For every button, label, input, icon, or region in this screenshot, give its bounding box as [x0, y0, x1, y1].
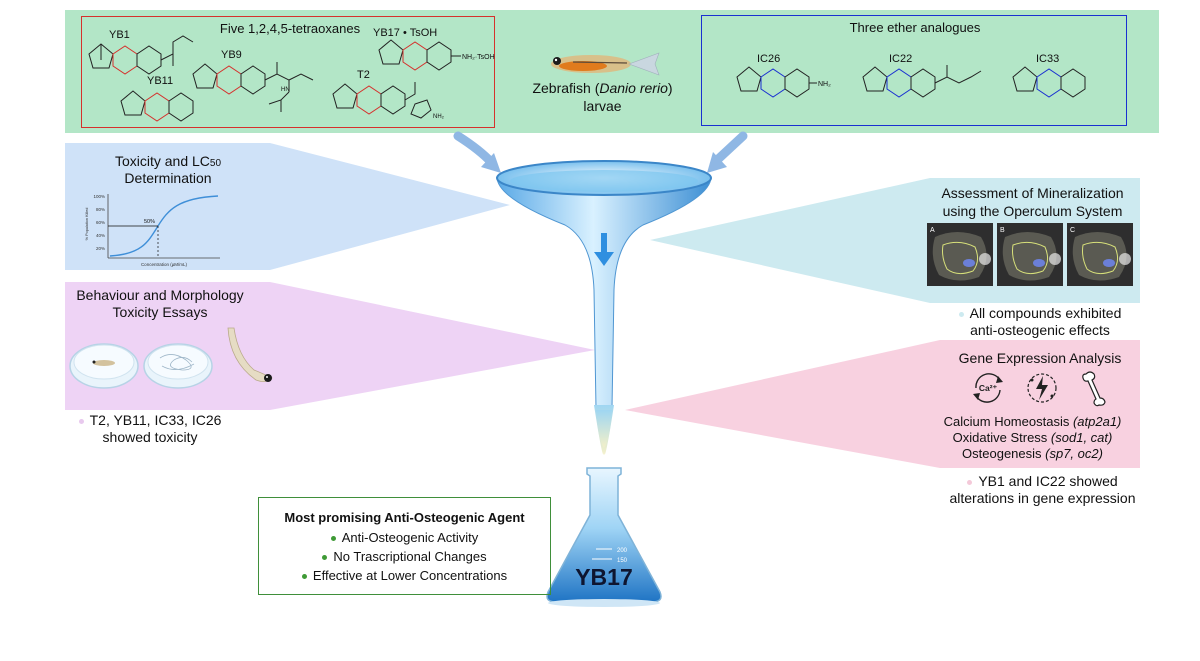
- zebrafish-illustration: [551, 52, 660, 76]
- gene-result-line2: alterations in gene expression: [949, 490, 1136, 506]
- toxicity-wedge: [65, 143, 510, 270]
- mineralization-result-line2: anti-osteogenic effects: [970, 322, 1110, 338]
- yb17-label: YB17 • TsOH: [373, 27, 437, 39]
- chart-tick-100: 100%: [93, 194, 105, 199]
- funnel-drop: [596, 410, 612, 448]
- lc50-subscript: 50: [209, 158, 222, 169]
- chart-tick-80: 80%: [96, 207, 105, 212]
- flask-base-shadow: [548, 599, 660, 607]
- funnel-down-arrow-shaft: [601, 233, 607, 253]
- bullet-dot: [967, 479, 973, 485]
- bullet-dot: [78, 418, 84, 424]
- calcium-icon-text: Ca²⁺: [979, 383, 998, 393]
- toxicity-title-line2: Determination: [124, 170, 212, 186]
- gene-icons: Ca²⁺: [973, 371, 1106, 407]
- chart-x-label: Concentration (µM/mL): [141, 262, 188, 267]
- yb11-label: YB11: [147, 75, 173, 87]
- flask-grad-2: 150: [617, 558, 628, 564]
- photo-label-a: A: [930, 227, 935, 234]
- chart-marker-50: 50%: [144, 219, 155, 225]
- zebrafish-label-line1: Zebrafish (Danio rerio): [532, 80, 673, 96]
- flask-grad-1: 200: [617, 548, 628, 554]
- bullet-dot: [301, 574, 307, 580]
- operculum-photo-a: A: [927, 223, 993, 286]
- dose-response-chart: 50% 100% 80% 60% 40% 20% % Population Ki…: [85, 194, 220, 267]
- funnel-liquid: [510, 170, 698, 192]
- mineralization-result-line1: All compounds exhibited: [940, 305, 1140, 321]
- ether-analogues-box: [701, 15, 1127, 126]
- most-promising-title: Most promising Anti-Osteogenic Agent: [284, 510, 525, 525]
- funnel-body: [496, 176, 712, 429]
- most-promising-box: [258, 497, 551, 595]
- ether-analogues-title: Three ether analogues: [849, 20, 981, 35]
- petri-dish-2: [143, 343, 213, 389]
- flask-label: YB17: [575, 564, 633, 590]
- gene-result-line1: YB1 and IC22 showed: [935, 473, 1150, 489]
- tetraoxanes-title: Five 1,2,4,5-tetraoxanes: [219, 21, 361, 36]
- operculum-photos: A B C: [927, 223, 1133, 286]
- yb17-nh-tsoh: NH₂·TsOH: [462, 54, 495, 61]
- bullet-dot: [330, 536, 336, 542]
- gene-line-osteogenesis: Osteogenesis (sp7, oc2): [962, 446, 1103, 461]
- yb1-label: YB1: [109, 29, 130, 41]
- ic22-label: IC22: [889, 53, 912, 65]
- result-item-1: Anti-Osteogenic Activity: [258, 530, 551, 545]
- photo-label-c: C: [1070, 227, 1075, 234]
- species-name: Danio rerio: [599, 80, 668, 96]
- behaviour-title-line2: Toxicity Essays: [112, 304, 208, 320]
- bullet-dot: [322, 555, 328, 561]
- result-item-2: No Trascriptional Changes: [258, 549, 551, 564]
- larva-closeup: [227, 327, 273, 382]
- petri-dish-1: [69, 343, 139, 389]
- arrow-right-to-funnel: [710, 131, 748, 167]
- t2-label: T2: [357, 69, 370, 81]
- arrow-right-head: [707, 152, 727, 173]
- arrow-left-head: [481, 153, 501, 173]
- mineralization-title-line1: Assessment of Mineralization: [941, 185, 1124, 201]
- t2-nh2: NH₂: [433, 114, 445, 120]
- result-item-3: Effective at Lower Concentrations: [258, 568, 551, 583]
- chart-tick-60: 60%: [96, 220, 105, 225]
- bullet-dot: [958, 311, 964, 317]
- chart-tick-40: 40%: [96, 233, 105, 238]
- ic33-label: IC33: [1036, 53, 1059, 65]
- ether-structures: IC26 IC22 IC33 NH₂: [736, 53, 1086, 98]
- chart-tick-20: 20%: [96, 246, 105, 251]
- zebrafish-label-line2: larvae: [583, 98, 622, 114]
- operculum-photo-c: C: [1067, 223, 1133, 286]
- yb1-ring: [112, 45, 138, 75]
- behaviour-result-line2: showed toxicity: [102, 429, 198, 445]
- behaviour-title-line1: Behaviour and Morphology: [76, 287, 244, 303]
- yb9-hn: HN: [281, 87, 290, 93]
- operculum-photo-b: B: [997, 223, 1063, 286]
- yb9-label: YB9: [221, 49, 242, 61]
- oxidative-stress-icon: [1027, 373, 1057, 403]
- calcium-cycle-icon: Ca²⁺: [973, 373, 1003, 403]
- funnel-down-arrow-head: [594, 252, 614, 266]
- ic26-label: IC26: [757, 53, 780, 65]
- arrow-left-to-funnel: [453, 131, 497, 168]
- chart-y-label: % Population Killed: [85, 208, 89, 241]
- behaviour-result-line1: T2, YB11, IC33, IC26: [60, 412, 240, 428]
- gene-line-oxidative: Oxidative Stress (sod1, cat): [952, 430, 1113, 445]
- gene-wedge: [625, 340, 1140, 468]
- gene-line-calcium: Calcium Homeostasis (atp2a1): [943, 414, 1122, 429]
- yb1-cage: [88, 43, 114, 69]
- photo-label-b: B: [1000, 227, 1005, 234]
- gene-title: Gene Expression Analysis: [958, 350, 1122, 366]
- yb1-cyclohexane: [136, 45, 162, 75]
- toxicity-title-line1: Toxicity and LC50: [114, 153, 222, 169]
- petri-dishes-illustration: [69, 327, 273, 389]
- mineralization-title-line2: using the Operculum System: [942, 203, 1123, 219]
- tetraoxanes-box: [81, 16, 495, 128]
- tetraoxane-structures: YB1 YB9 YB11 T2 YB17 • TsOH NH₂·TsOH HN …: [88, 27, 495, 122]
- ic26-nh2: NH₂: [818, 81, 831, 88]
- bone-icon: [1082, 371, 1106, 407]
